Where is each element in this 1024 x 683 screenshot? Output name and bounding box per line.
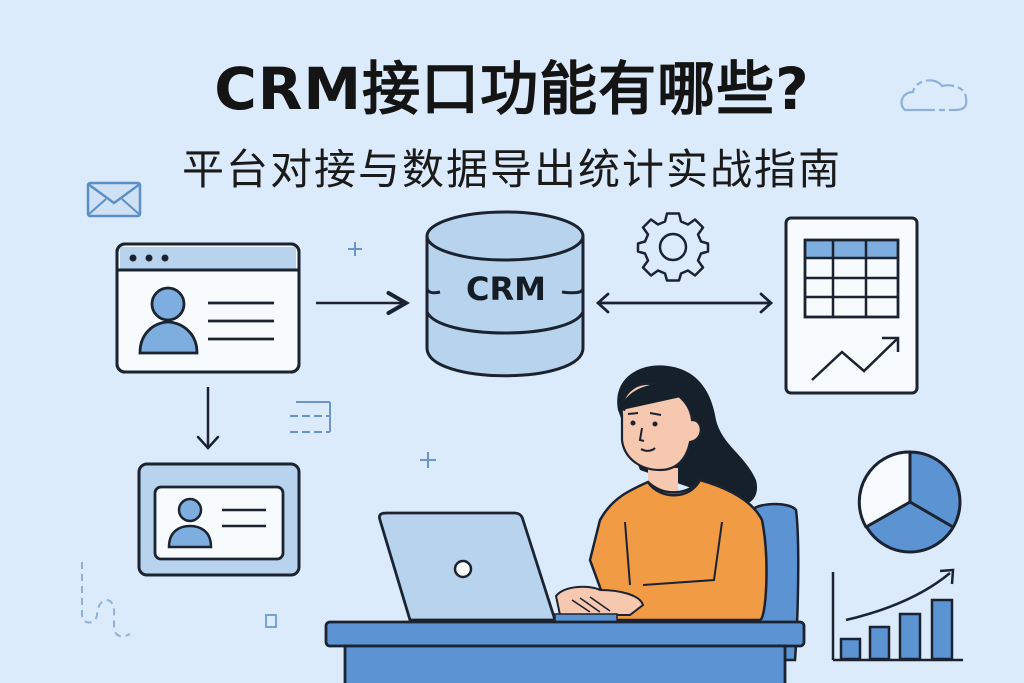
page-title: CRM接口功能有哪些? [214, 55, 810, 123]
grid-icon [290, 401, 331, 433]
contact-card-icon [137, 462, 301, 577]
two-way-arrow [595, 292, 774, 314]
pie-chart-icon [857, 450, 962, 554]
crm-database-icon [425, 210, 585, 378]
source-app-window [115, 242, 301, 374]
squiggle-line [81, 562, 131, 638]
page-subtitle: 平台对接与数据导出统计实战指南 [181, 145, 842, 194]
plus-icon [348, 242, 362, 256]
crm-database-label: CRM [466, 270, 546, 308]
desk [324, 620, 806, 683]
cloud-icon [900, 79, 968, 112]
bar-chart-growth-icon [831, 568, 963, 662]
shirt [588, 478, 768, 622]
report-document-icon [784, 216, 919, 395]
gear-icon [636, 212, 710, 282]
envelope-icon [86, 181, 142, 218]
user-avatar-icon [138, 286, 199, 355]
arrow-down [196, 387, 220, 450]
laptop-icon [378, 511, 618, 623]
small-square [265, 614, 277, 628]
plus-icon [420, 452, 436, 468]
